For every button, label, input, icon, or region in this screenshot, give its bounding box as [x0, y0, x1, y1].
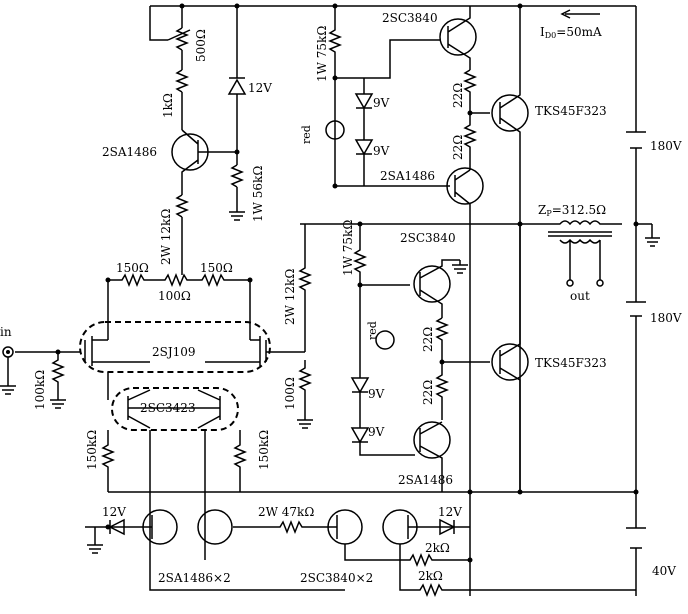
- label-r-1w75k-mid: 1W 75kΩ: [341, 220, 355, 276]
- out-terminal-a: [566, 279, 574, 287]
- label-d12v-br: 12V: [438, 505, 462, 519]
- transistor-2sa1486-b2: [197, 509, 233, 545]
- label-q-2sj109: 2SJ109: [152, 345, 196, 359]
- battery-180v-bottom: [626, 301, 646, 317]
- transistor-tks45f323-bot: [491, 343, 529, 381]
- balance-pot: [108, 268, 250, 288]
- transistor-tks45f323-top: [491, 94, 529, 132]
- tks-bot-leads: [499, 224, 521, 492]
- label-r-2w12k-mid: 2W 12kΩ: [283, 269, 297, 325]
- trim-pot-wire: [149, 6, 190, 130]
- q-mid-leads: [454, 169, 471, 492]
- jfet-leads: [15, 336, 305, 366]
- battery-40v: [626, 527, 646, 549]
- label-out: out: [570, 289, 590, 303]
- transistor-2sa1486-bot: [413, 421, 451, 459]
- current-arrow: [560, 9, 600, 19]
- label-d12v-top: 12V: [248, 81, 272, 95]
- r2k-wires: [149, 514, 636, 598]
- r100k-wire: [50, 352, 66, 409]
- tks-top-leads: [499, 6, 521, 492]
- transistor-2sc3840-mid: [413, 265, 451, 303]
- r2w12k-top: [174, 194, 190, 268]
- label-r150-right: 150Ω: [200, 261, 233, 275]
- led-red-top: [325, 120, 345, 140]
- label-in: in: [0, 325, 12, 339]
- label-r-2w12k-top: 2W 12kΩ: [159, 209, 173, 265]
- label-id0: ID0=50mA: [540, 25, 602, 40]
- label-q-2sa1486-mid: 2SA1486: [380, 169, 435, 183]
- label-r150-left: 150Ω: [116, 261, 149, 275]
- label-r100: 100Ω: [158, 289, 191, 303]
- label-r150k-left: 150kΩ: [85, 430, 99, 470]
- 2sc3423-dual-bjt: [111, 387, 239, 431]
- label-q-2sc3840-mid: 2SC3840: [400, 231, 456, 245]
- label-q-2sc3423: 2SC3423: [140, 401, 196, 415]
- bottom-leads: [85, 515, 470, 539]
- label-d9v-a: 9V: [373, 96, 390, 110]
- label-r150k-right: 150kΩ: [257, 430, 271, 470]
- output-xfmr: [300, 220, 660, 280]
- label-r100-mid: 100Ω: [283, 377, 297, 410]
- input-gnd: [0, 357, 16, 395]
- label-q-2sa1486x2: 2SA1486×2: [158, 571, 231, 585]
- source-wires: [107, 280, 251, 340]
- col-wire-360: [350, 224, 415, 456]
- transistor-2sc3840-top: [439, 18, 477, 56]
- zener-12v-br: [439, 492, 471, 596]
- label-q-2sa1486-bottom: 2SA1486: [398, 473, 453, 487]
- zener-12v-top: [227, 6, 247, 150]
- zener-12v-bl: [87, 518, 125, 554]
- label-r2k-b: 2kΩ: [418, 569, 443, 583]
- q-left-leads: [181, 129, 237, 195]
- r150k-right: [232, 430, 248, 492]
- label-r-2w47k: 2W 47kΩ: [258, 505, 314, 519]
- label-r22-a: 22Ω: [451, 83, 465, 108]
- label-q-2sa1486-left: 2SA1486: [102, 145, 157, 159]
- label-d9v-b: 9V: [373, 144, 390, 158]
- label-zp: ZP=312.5Ω: [538, 203, 606, 218]
- label-r500: 500Ω: [194, 29, 208, 62]
- qbot-leads: [419, 421, 443, 492]
- label-r100k: 100kΩ: [33, 370, 47, 410]
- label-v180-top: 180V: [650, 139, 682, 153]
- label-r22-c: 22Ω: [421, 327, 435, 352]
- label-r22-b: 22Ω: [451, 135, 465, 160]
- junction-dots: [55, 3, 639, 563]
- label-led-red-mid: red: [366, 321, 379, 340]
- label-q-top-right: 2SC3840: [382, 11, 438, 25]
- label-v40: 40V: [652, 564, 676, 578]
- label-led-red-top: red: [300, 125, 313, 144]
- r2w12k-mid: [297, 224, 313, 429]
- battery-180v-top: [626, 131, 646, 149]
- label-q-tks-top: TKS45F323: [535, 104, 607, 118]
- label-r-1w56k: 1W 56kΩ: [251, 166, 265, 222]
- pot-arrow: [167, 29, 191, 41]
- out-terminal-b: [596, 279, 604, 287]
- r150k-left: [100, 430, 116, 492]
- label-q-2sc3840x2: 2SC3840×2: [300, 571, 373, 585]
- transistor-2sa1486-mid: [446, 167, 484, 205]
- q-top-leads: [447, 6, 471, 70]
- r22-bottom: [434, 317, 490, 420]
- label-r1k: 1kΩ: [161, 93, 175, 118]
- col-wire-335: [327, 6, 450, 187]
- 2sj109-dual-jfet: [79, 321, 271, 373]
- zener-9v-top: [354, 78, 374, 186]
- r56k-wire: [229, 150, 245, 221]
- r22-top: [462, 69, 490, 170]
- label-q-tks-bottom: TKS45F323: [535, 356, 607, 370]
- label-r22-d: 22Ω: [421, 380, 435, 405]
- bjt-pair-leads: [107, 372, 221, 514]
- q2sc-mid-leads: [419, 259, 468, 318]
- led-red-mid: [375, 330, 395, 350]
- label-d9v-c: 9V: [368, 387, 385, 401]
- label-r2k-a: 2kΩ: [425, 541, 450, 555]
- label-r-1w75k-top: 1W 75kΩ: [315, 26, 329, 82]
- label-d12v-bl: 12V: [102, 505, 126, 519]
- label-v180-bottom: 180V: [650, 311, 682, 325]
- label-d9v-d: 9V: [368, 425, 385, 439]
